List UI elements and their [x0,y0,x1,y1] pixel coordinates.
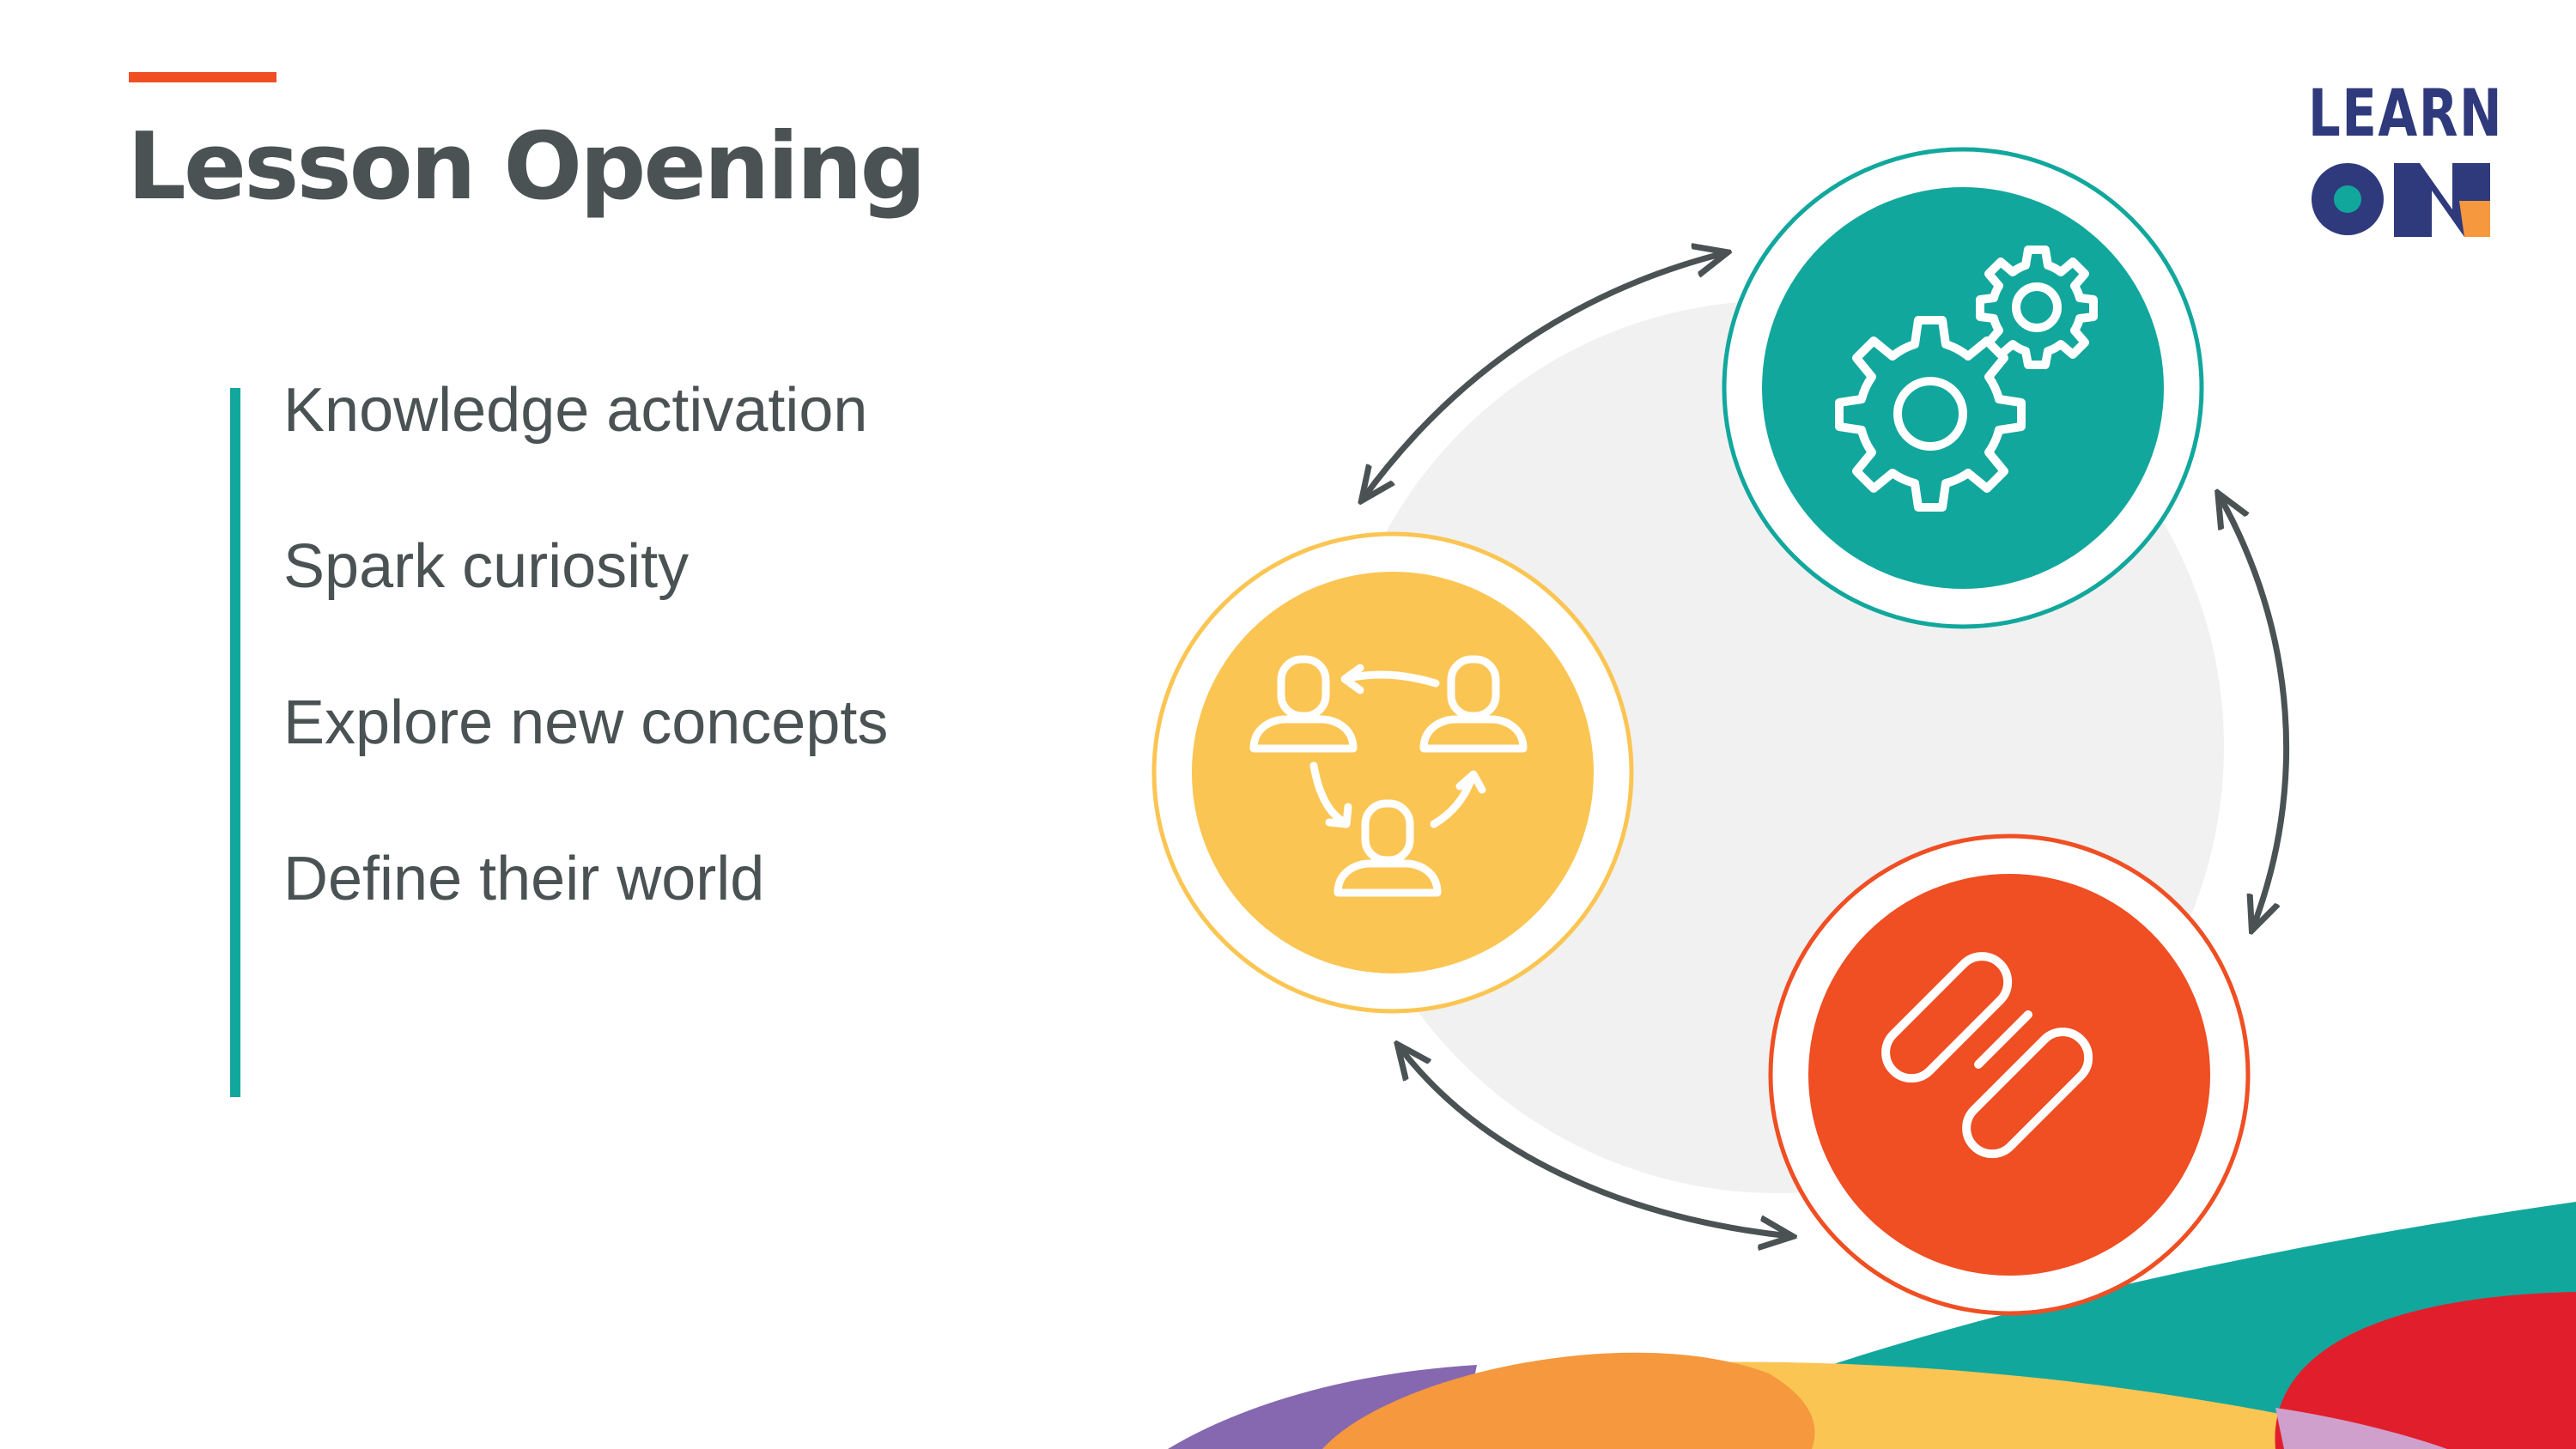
gears-icon [1835,246,2098,512]
node-people [1151,531,1634,1014]
double-arrow-icon [1364,253,1724,498]
bullet-item: Spark curiosity [283,532,690,601]
link-chain-icon [1881,952,2093,1159]
bullet-item: Define their world [283,845,765,913]
people-exchange-icon [1249,655,1528,897]
logo-word-on [2312,163,2490,237]
slide-title: Lesson Opening [127,113,927,221]
double-arrow-icon [2220,496,2290,927]
decorative-waves [1168,1202,2576,1449]
title-accent-bar [129,72,276,82]
bullet-divider [230,388,240,1097]
bullet-item: Explore new concepts [283,688,889,757]
bullet-list: Knowledge activation Spark curiosity Exp… [283,367,888,992]
double-arrow-icon [1400,1047,1789,1236]
node-link [1768,834,2251,1316]
learn-on-logo: LEARN [2308,75,2504,251]
node-gears [1722,147,2204,629]
logo-word-learn: LEARN [2308,75,2504,151]
bullet-item: Knowledge activation [283,376,868,445]
